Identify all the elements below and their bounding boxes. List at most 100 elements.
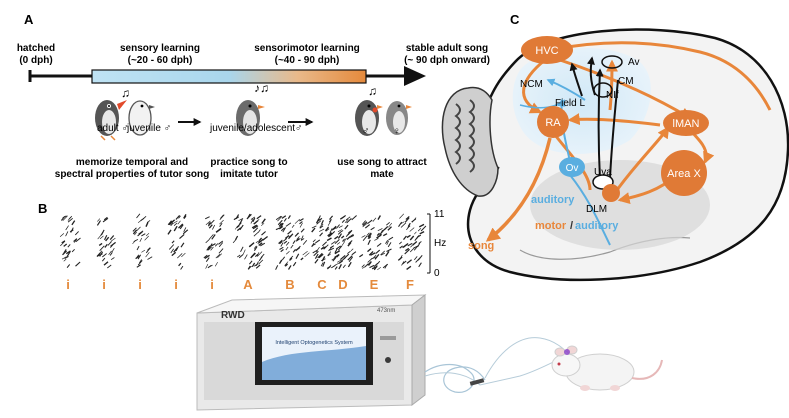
spectrogram-syllable bbox=[359, 215, 394, 271]
label-ra: RA bbox=[545, 117, 561, 129]
optic-implant bbox=[564, 349, 570, 355]
caption-3-line-1: use song to attract bbox=[337, 157, 427, 168]
nucleus-av bbox=[601, 55, 623, 69]
spectrogram-syllable bbox=[232, 213, 268, 270]
label-cm: CM bbox=[618, 76, 634, 87]
caption-1-line-2: spectral properties of tutor song bbox=[55, 169, 209, 180]
spectrogram-syllable bbox=[311, 215, 337, 270]
legend-slash: / bbox=[570, 220, 573, 232]
bird-juvenile-adolescent bbox=[236, 100, 265, 136]
pathway-fieldl-ncm bbox=[546, 78, 586, 101]
syllable-label: i bbox=[138, 277, 142, 292]
pathway-ra-song bbox=[485, 137, 552, 242]
legend-song: song bbox=[468, 240, 494, 252]
pathway-hvc-ra bbox=[522, 58, 546, 114]
timeline-bar bbox=[91, 69, 367, 84]
panel-c: C HVC Av bbox=[441, 12, 789, 282]
spectrogram-syllable bbox=[96, 216, 116, 269]
spectrogram-syllable bbox=[333, 214, 357, 270]
panel-b-letter: B bbox=[38, 201, 47, 216]
spectrogram-syllable bbox=[167, 214, 189, 270]
bird-label-adult: adult ♂ bbox=[97, 123, 129, 134]
legend-auditory: auditory bbox=[531, 194, 575, 206]
syllable-label: B bbox=[285, 277, 294, 292]
music-notes-icon: ♪♫ bbox=[254, 81, 269, 95]
syllable-label: A bbox=[243, 277, 253, 292]
syllable-label: E bbox=[370, 277, 379, 292]
caption-2-line-1: practice song to bbox=[210, 157, 287, 168]
syllable-label: i bbox=[174, 277, 178, 292]
stable-label: stable adult song bbox=[406, 43, 488, 54]
optogenetics-device: Intelligent Optogenetics System RWD 473n… bbox=[196, 293, 427, 411]
syllable-label: i bbox=[66, 277, 70, 292]
sensorimotor-age: (~40 - 90 dph) bbox=[275, 55, 340, 66]
spectrogram-syllable bbox=[132, 213, 153, 268]
pathway-hvc-top bbox=[549, 41, 772, 111]
bird-label-female: ♀ bbox=[393, 126, 401, 137]
pathway-uva-hvc bbox=[595, 68, 604, 181]
axis-top-label: 11 bbox=[434, 209, 445, 220]
label-ov: Ov bbox=[566, 163, 579, 174]
axis-unit-label: Hz bbox=[434, 238, 446, 249]
syllable-label: i bbox=[210, 277, 214, 292]
bird-female bbox=[386, 101, 412, 135]
device-wavelength: 473nm bbox=[377, 308, 395, 314]
nucleus-area-x bbox=[661, 150, 707, 196]
pathway-lman-ra bbox=[567, 113, 661, 127]
caption-1-line-1: memorize temporal and bbox=[76, 157, 188, 168]
panel-a: A hatched (0 dph) sensory learning (~20 … bbox=[17, 12, 490, 180]
sensory-age: (~20 - 60 dph) bbox=[128, 55, 193, 66]
fiber-connector bbox=[469, 378, 485, 386]
label-ncm: NCM bbox=[520, 79, 543, 90]
spectrogram-syllable bbox=[59, 215, 81, 269]
music-note-icon-2: ♫ bbox=[368, 84, 377, 98]
syllable-label: C bbox=[317, 277, 327, 292]
bird-label-juv-adol: juvenile/adolescent♂ bbox=[209, 123, 303, 134]
label-lman: lMAN bbox=[673, 118, 700, 130]
hatched-label: hatched bbox=[17, 43, 55, 54]
label-nif: NIf bbox=[606, 90, 619, 101]
bird-male bbox=[355, 100, 383, 136]
label-av: Av bbox=[628, 57, 640, 68]
spectrogram-syllable bbox=[275, 215, 310, 270]
syllable-label: i bbox=[102, 277, 106, 292]
nucleus-ov bbox=[559, 157, 585, 177]
nucleus-ra bbox=[537, 106, 569, 138]
timeline-arrowhead bbox=[404, 66, 426, 86]
spectrogram-syllable bbox=[397, 213, 427, 270]
hatched-age: (0 dph) bbox=[19, 55, 52, 66]
label-hvc: HVC bbox=[535, 45, 558, 57]
nucleus-dlm bbox=[602, 184, 620, 202]
sensorimotor-label: sensorimotor learning bbox=[254, 43, 360, 54]
caption-3-line-2: mate bbox=[370, 169, 394, 180]
device-brand: RWD bbox=[221, 310, 245, 321]
axis-bottom-label: 0 bbox=[434, 268, 440, 279]
sensory-label: sensory learning bbox=[120, 43, 200, 54]
cerebellum bbox=[441, 86, 499, 197]
bird-label-juvenile: juvenile ♂ bbox=[126, 123, 171, 134]
device-knob bbox=[385, 357, 391, 363]
pathway-uva-nif bbox=[605, 59, 618, 111]
mouse-illustration bbox=[551, 345, 663, 391]
label-uva: Uva bbox=[594, 167, 612, 178]
panel-c-letter: C bbox=[510, 12, 520, 27]
spectrogram-syllable bbox=[203, 214, 225, 269]
spectrogram bbox=[59, 213, 427, 271]
bird-adult bbox=[95, 100, 127, 141]
bird-juvenile bbox=[128, 100, 155, 136]
screen-title: Intelligent Optogenetics System bbox=[275, 340, 353, 346]
music-note-icon: ♫ bbox=[121, 86, 130, 100]
legend-motor: motor bbox=[535, 220, 567, 232]
label-dlm: DLM bbox=[586, 204, 607, 215]
fiber-cable-loop bbox=[424, 363, 486, 393]
panel-a-letter: A bbox=[24, 12, 34, 27]
syllable-label: F bbox=[406, 277, 414, 292]
syllable-label: D bbox=[338, 277, 347, 292]
nucleus-nif bbox=[593, 82, 613, 98]
stable-age: (~ 90 dph onward) bbox=[404, 55, 490, 66]
label-area-x: Area X bbox=[667, 168, 701, 180]
nucleus-hvc bbox=[521, 36, 573, 64]
